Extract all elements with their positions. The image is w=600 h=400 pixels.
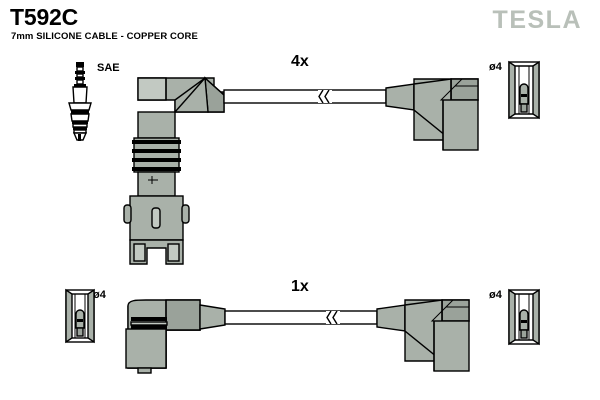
diameter-label-upper-right: ø4 — [489, 61, 502, 73]
lower-cable-wire — [224, 310, 378, 325]
lower-left-boot — [125, 299, 226, 374]
upper-right-boot — [385, 78, 479, 151]
upper-cable-assembly — [123, 60, 540, 265]
part-description: 7mm SILICONE CABLE - COPPER CORE — [11, 31, 198, 42]
terminal-section-icon-upper-right — [508, 60, 540, 120]
terminal-section-icon-lower-left — [65, 288, 95, 344]
upper-left-boot — [123, 76, 225, 265]
quantity-label-lower: 1x — [291, 278, 309, 295]
quantity-label-upper: 4x — [291, 53, 309, 70]
diameter-label-lower-right: ø4 — [489, 289, 502, 301]
diameter-label-lower-left: ø4 — [93, 289, 106, 301]
terminal-section-icon-lower-right — [508, 288, 540, 346]
page-title: T592C — [10, 4, 79, 30]
spark-plug-icon — [68, 62, 92, 141]
upper-cable-wire — [223, 89, 387, 104]
lower-right-boot — [376, 299, 470, 372]
sae-standard-label: SAE — [97, 62, 120, 74]
brand-logo: TESLA — [492, 6, 582, 34]
lower-cable-assembly — [65, 288, 540, 374]
